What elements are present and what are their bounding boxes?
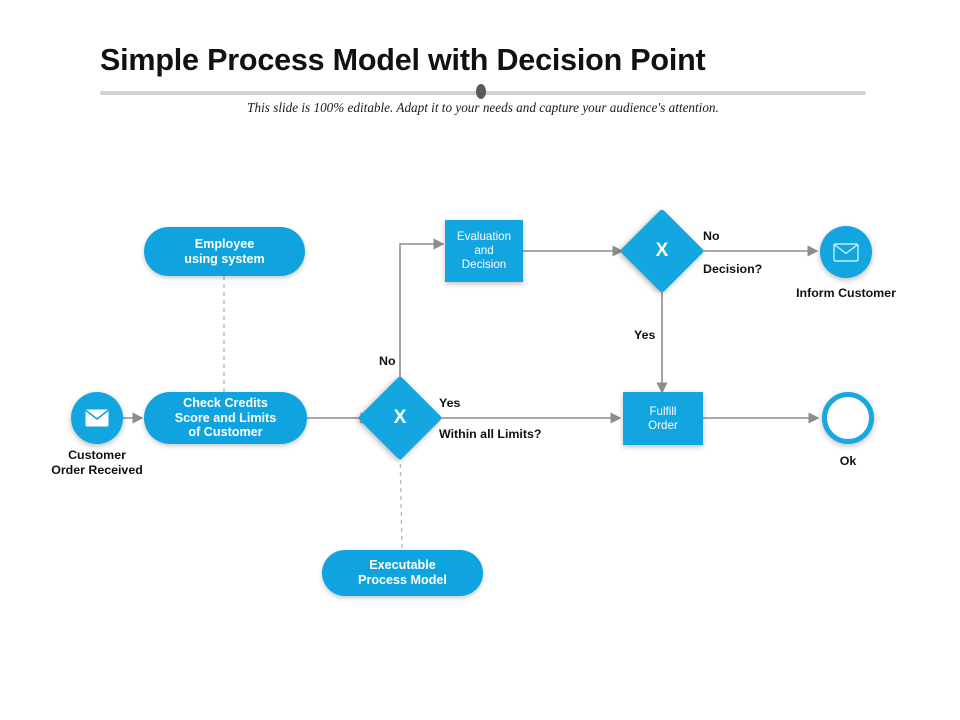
end-event-caption: Ok [839,454,857,468]
divider-dot [476,84,486,99]
edge-label-no-right: No [703,229,720,243]
node-label: Executable Process Model [358,558,447,587]
page-title: Simple Process Model with Decision Point [100,43,706,77]
end-event-ok[interactable] [822,392,874,444]
node-check-credits[interactable]: Check Credits Score and Limits of Custom… [144,392,307,444]
node-label: Employee using system [184,236,265,266]
edge-label-yes-right: Yes [634,328,656,342]
edge-gateway-limits-no-to-evaluation [399,238,445,388]
inform-customer-caption: Inform Customer [796,286,896,300]
annotation-gateway-to-executable [399,447,403,551]
gateway-decision-question: Decision? [703,262,763,276]
start-event-customer-order-received[interactable] [71,392,123,444]
node-employee-using-system[interactable]: Employee using system [144,227,305,276]
start-event-caption: Customer Order Received [51,448,143,478]
edge-label-no-left: No [379,354,396,368]
gateway-decision[interactable]: X [619,208,705,294]
node-label: Fulfill Order [648,404,678,432]
envelope-icon [85,409,109,427]
event-inform-customer[interactable] [820,226,872,278]
node-label: Check Credits Score and Limits of Custom… [174,395,277,440]
gateway-symbol: X [393,407,407,428]
node-fulfill-order[interactable]: Fulfill Order [623,392,703,445]
gateway-within-all-limits[interactable]: X [357,375,443,461]
node-label: Evaluation and Decision [456,230,512,271]
node-executable-process-model[interactable]: Executable Process Model [322,550,483,596]
page-subtitle: This slide is 100% editable. Adapt it to… [247,100,719,115]
gateway-symbol: X [655,240,669,261]
node-evaluation-and-decision[interactable]: Evaluation and Decision [445,220,523,282]
gateway-limits-question: Within all Limits? [439,427,542,441]
envelope-outline-icon [833,242,859,262]
edge-label-yes-left: Yes [439,396,461,410]
